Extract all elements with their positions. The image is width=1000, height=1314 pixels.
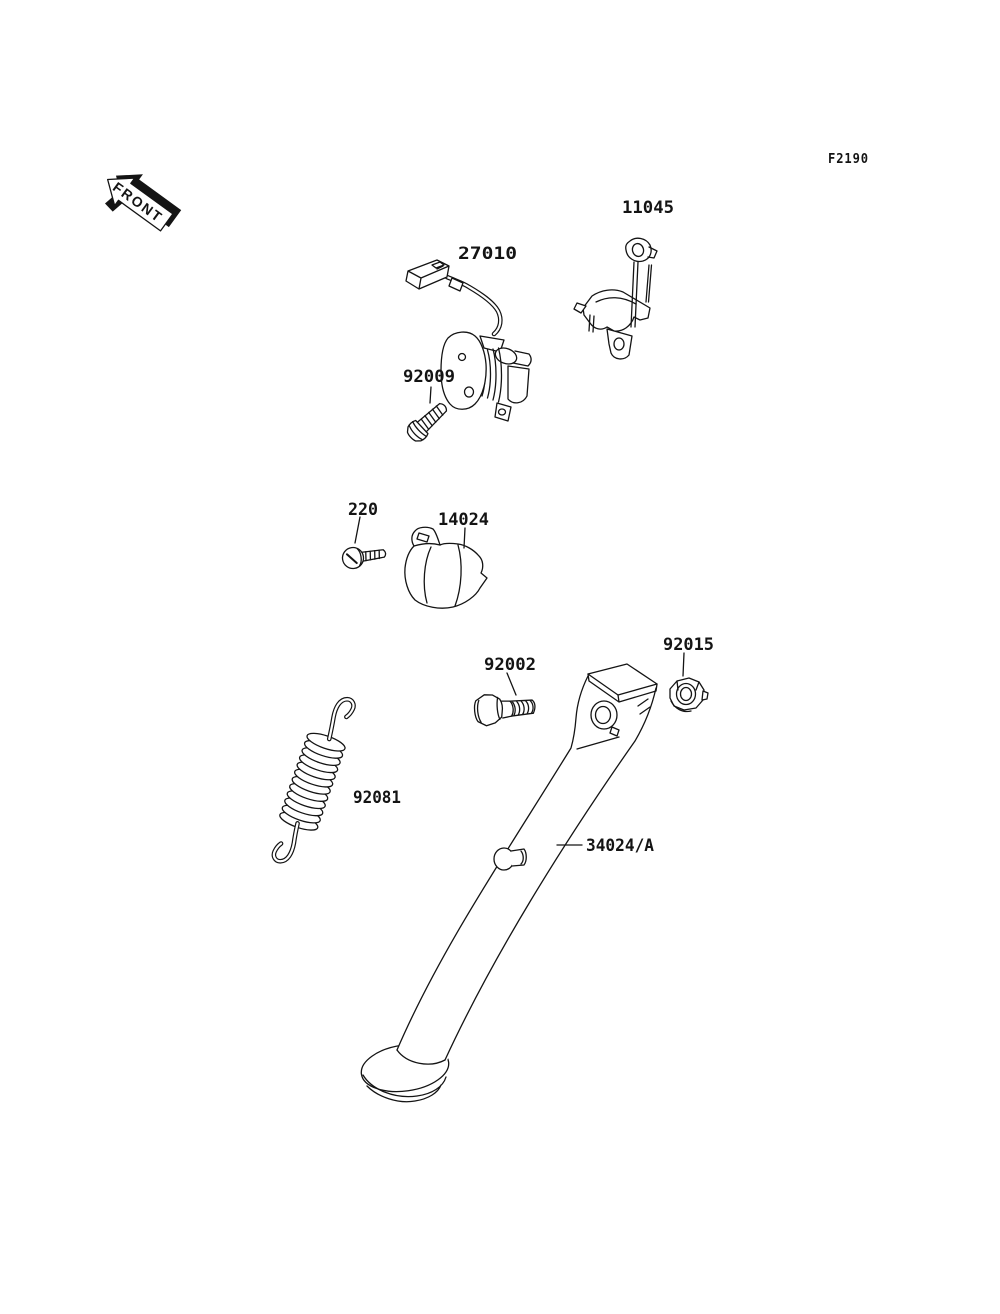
stand-nut-hole-outer	[675, 682, 697, 706]
part-switch-cover-drawing	[404, 526, 488, 609]
switch-cylinder-lines	[512, 350, 532, 367]
stand-foot-thickness	[362, 1074, 447, 1103]
fiche-code: F2190	[828, 151, 869, 167]
stand-pivot-boss	[590, 700, 618, 730]
bracket-loop-hole	[631, 242, 645, 258]
bracket-tab-hole	[613, 337, 625, 351]
bracket-bottom-tab	[606, 328, 633, 360]
stand-bolt-shoulder	[500, 700, 514, 719]
label-stand-nut: 92015	[663, 635, 714, 655]
leader-screw	[354, 516, 361, 544]
label-bracket: 11045	[622, 198, 674, 218]
part-switch-drawing	[405, 259, 532, 422]
label-side-stand: 34024/A	[586, 836, 654, 856]
switch-tab-hole	[497, 408, 507, 416]
stand-peg-arc	[520, 850, 524, 865]
cover-details	[413, 532, 462, 607]
part-side-stand-drawing	[360, 663, 658, 1103]
leader-switch-bolt	[429, 386, 432, 404]
switch-bolt-head	[406, 419, 429, 442]
bracket-loop	[625, 237, 652, 263]
part-switch-bolt-drawing	[406, 402, 448, 442]
stand-top-plate-edge	[587, 673, 658, 703]
spring-top-hook-inner	[328, 698, 355, 741]
leader-stand-nut	[682, 652, 685, 677]
stand-tube-mask	[396, 740, 630, 1062]
switch-plate-holes	[457, 352, 475, 398]
stand-bolt-head-facets	[476, 696, 501, 723]
label-screw: 220	[348, 500, 378, 520]
cover-outline	[404, 526, 488, 609]
spring-bottom-hook-inner	[272, 822, 299, 863]
switch-plate	[440, 331, 487, 410]
stand-tube-bottom	[396, 1049, 446, 1065]
switch-right-body	[507, 365, 530, 404]
part-spring-drawing	[271, 696, 356, 864]
leader-stand-bolt	[506, 672, 517, 696]
stand-body-details	[576, 698, 651, 750]
part-stand-nut-drawing	[669, 677, 709, 713]
front-arrow-face	[106, 177, 174, 232]
label-switch-bolt: 92009	[403, 367, 455, 387]
screw-slot	[345, 553, 358, 565]
stand-bolt-threads	[509, 699, 536, 717]
switch-bolt-threads	[420, 405, 444, 430]
bracket-loop-tab	[647, 246, 658, 259]
switch-connector-detail	[431, 261, 445, 270]
label-switch-cover: 14024	[438, 510, 489, 530]
switch-bottom-tab	[494, 402, 512, 422]
leader-lines	[354, 386, 685, 846]
part-screw-drawing	[341, 546, 387, 570]
label-stand-bolt: 92002	[484, 655, 536, 675]
front-direction-marker: FRONT	[105, 174, 182, 232]
part-stand-bolt-drawing	[473, 694, 536, 727]
switch-bolt-head-facet	[408, 420, 428, 441]
part-bracket-drawing	[573, 237, 658, 360]
bracket-rod2	[645, 264, 653, 303]
screw-threads	[365, 549, 380, 562]
stand-bolt-head	[473, 694, 504, 727]
screw-head	[341, 546, 365, 570]
bracket-left-pin	[588, 314, 595, 333]
part-labels: 27010 11045 92009 220 14024 92002 92015 …	[348, 198, 714, 856]
stand-top-plate	[587, 663, 658, 696]
stand-nut-tab	[701, 690, 709, 701]
bracket-rod	[630, 261, 639, 328]
label-stand-spring: 92081	[353, 788, 401, 808]
switch-wire-clip	[448, 277, 464, 292]
stand-nut-hole-inner	[679, 686, 693, 702]
stand-peg-neck	[510, 848, 527, 867]
screw-head-chamfer	[356, 548, 362, 567]
stand-body-outline	[396, 675, 657, 1061]
label-switch: 27010	[458, 244, 517, 264]
bracket-left-tab	[573, 302, 587, 314]
leader-cover	[463, 527, 466, 549]
stand-pivot-hole	[594, 705, 612, 725]
